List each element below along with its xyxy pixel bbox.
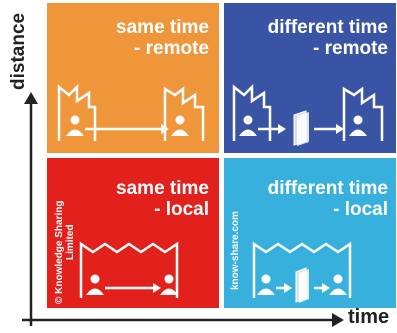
x-axis-arrow-icon: [332, 313, 344, 327]
quadrant-title-line2: - local: [154, 199, 209, 220]
quadrant-title-line1: same time: [116, 17, 209, 38]
quadrant-title-line2: - remote: [313, 38, 388, 59]
quadrant-different-time-remote: different time - remote: [224, 3, 396, 153]
x-axis-label: time: [348, 306, 390, 328]
quadrant-same-time-remote: same time - remote: [47, 3, 219, 153]
y-axis-label: distance: [8, 12, 29, 90]
quadrant-title-line1: different time: [267, 178, 388, 199]
quadrant-same-time-local: same time - local © Knowledge Sharing Li…: [47, 158, 219, 308]
quadrant-different-time-local: different time - local know-share.com: [224, 158, 396, 308]
factory-scene-icon: [252, 241, 352, 303]
factory-scene-icon: [79, 241, 179, 298]
quadrant-title-line1: same time: [116, 178, 209, 199]
quadrant-title-line1: different time: [267, 17, 388, 38]
quadrant-title-line2: - remote: [134, 38, 209, 59]
factory-scene-icon: [57, 83, 205, 141]
factory-scene-icon: [232, 83, 384, 146]
y-axis-arrow-icon: [24, 92, 38, 104]
quadrant-title-line2: - local: [333, 199, 388, 220]
